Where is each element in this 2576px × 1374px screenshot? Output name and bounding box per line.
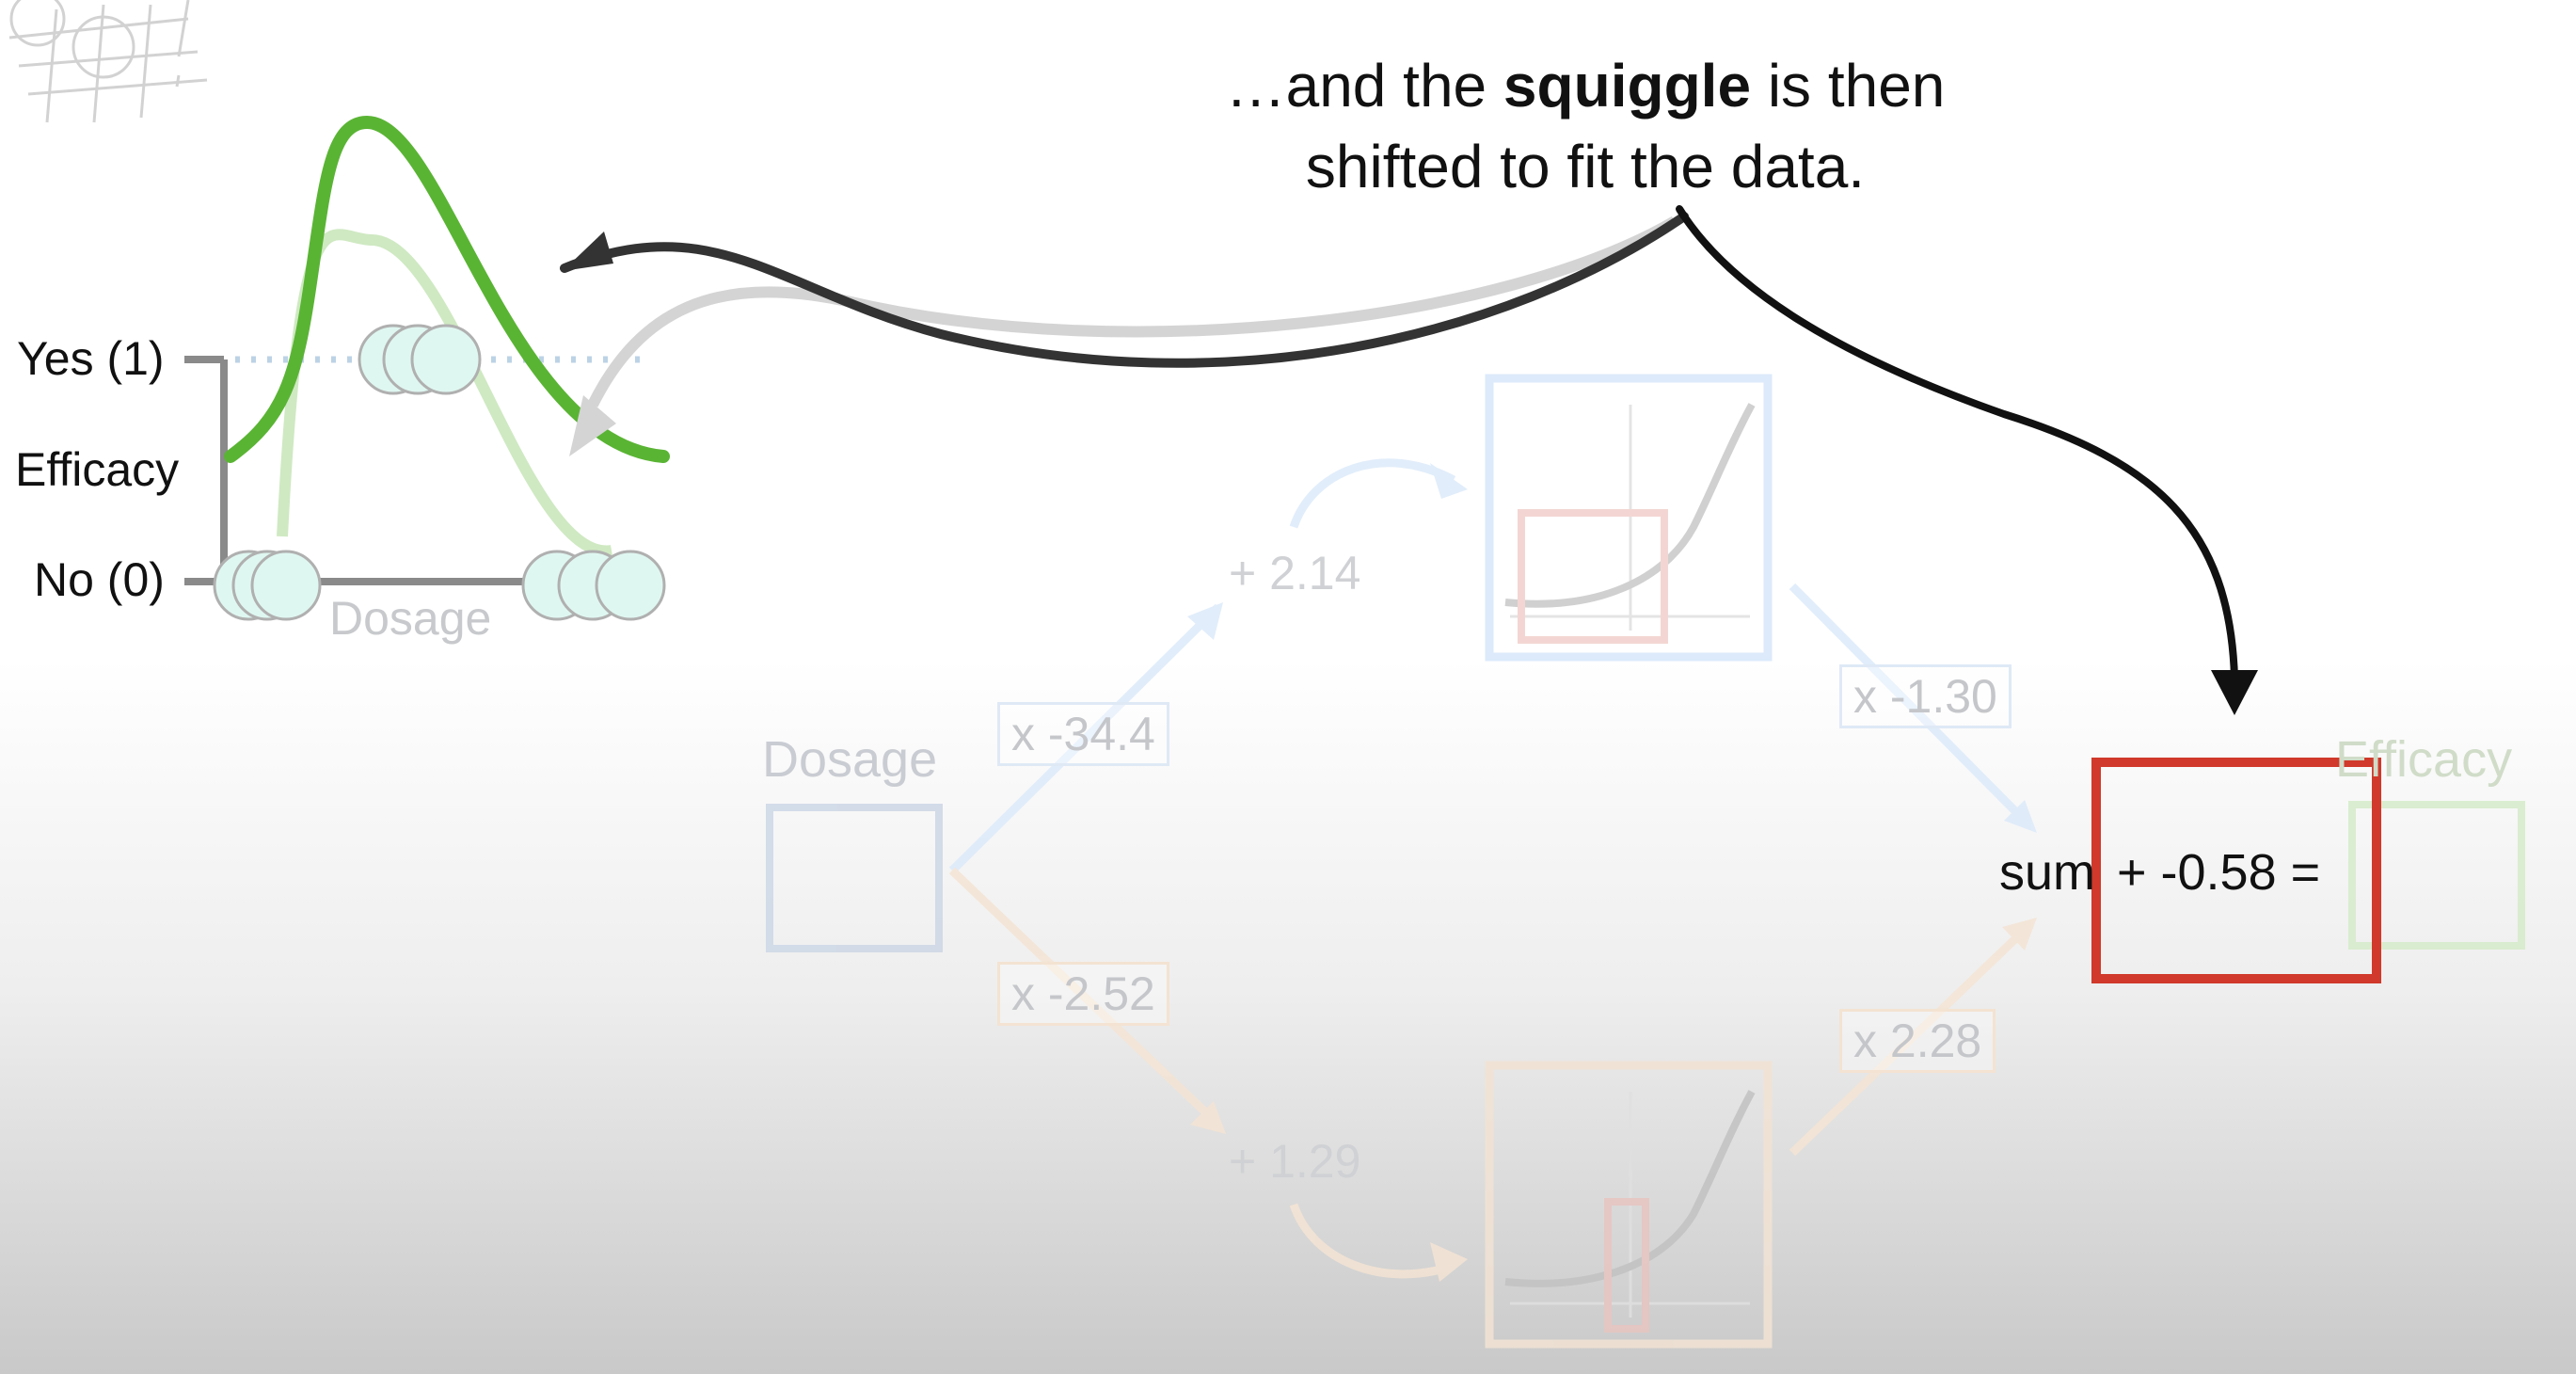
top-input-connection bbox=[948, 603, 1222, 874]
shift-arrow-to-squiggle bbox=[560, 212, 1689, 368]
weight-bottom-input: x -2.52 bbox=[997, 962, 1169, 1026]
caption-bold-word: squiggle bbox=[1503, 52, 1752, 120]
top-activation-box bbox=[1485, 374, 1773, 662]
bottom-activation-curve bbox=[1504, 1090, 1756, 1287]
y-label-yes: Yes (1) bbox=[17, 332, 165, 385]
data-points-no-right bbox=[521, 550, 666, 621]
top-curved-arrow bbox=[1289, 458, 1456, 529]
weight-top-input: x -34.4 bbox=[997, 702, 1169, 766]
shift-arrow-to-bias-head bbox=[2211, 670, 2258, 715]
caption-text-after: is then bbox=[1751, 52, 1946, 120]
bottom-curved-arrowhead bbox=[1430, 1242, 1468, 1282]
bias-top: + 2.14 bbox=[1229, 547, 1361, 599]
bottom-red-window bbox=[1604, 1198, 1649, 1333]
bottom-curved-arrow bbox=[1289, 1203, 1455, 1279]
x-axis-title: Dosage bbox=[329, 592, 492, 645]
bottom-activation-box bbox=[1485, 1061, 1773, 1349]
bottom-output-connection bbox=[1789, 928, 2027, 1157]
data-points-no-left bbox=[213, 550, 322, 621]
caption: …and the squiggle is then shifted to fit… bbox=[1044, 45, 2126, 207]
sum-label: sum bbox=[1999, 844, 2096, 901]
weight-bottom-output: x 2.28 bbox=[1839, 1009, 1996, 1073]
squiggle-curve bbox=[224, 115, 670, 463]
bias-bottom: + 1.29 bbox=[1229, 1135, 1361, 1188]
data-points-yes bbox=[358, 324, 482, 395]
bottom-output-arrowhead bbox=[2002, 918, 2037, 951]
caption-text-before: …and the bbox=[1225, 52, 1503, 120]
weight-top-output: x -1.30 bbox=[1839, 664, 2012, 728]
top-output-connection bbox=[1789, 583, 2027, 823]
shift-arrow-to-bias bbox=[1676, 205, 2238, 681]
output-node-box bbox=[2348, 801, 2525, 950]
shift-arrow-faded bbox=[587, 216, 1678, 407]
sum-highlight-box bbox=[2091, 758, 2381, 983]
shift-arrow-to-squiggle-head bbox=[563, 232, 613, 271]
caption-line-1: …and the squiggle is then bbox=[1044, 45, 2126, 126]
final-bias-expression: + -0.58 = bbox=[2117, 844, 2321, 901]
top-activation-axes bbox=[1510, 405, 1750, 631]
top-input-arrowhead bbox=[1187, 602, 1223, 640]
input-node-box bbox=[766, 804, 943, 952]
top-curved-arrowhead bbox=[1430, 463, 1468, 499]
caption-line-2: shifted to fit the data. bbox=[1305, 133, 1866, 200]
efficacy-plot bbox=[184, 115, 670, 621]
statquest-logo bbox=[8, 0, 208, 123]
bottom-input-connection bbox=[948, 867, 1222, 1128]
top-red-window bbox=[1518, 509, 1668, 644]
y-label-no: No (0) bbox=[34, 553, 165, 606]
top-output-arrowhead bbox=[2004, 800, 2037, 833]
input-node-label: Dosage bbox=[762, 731, 938, 788]
shift-arrow-faded-head bbox=[569, 395, 616, 456]
top-activation-curve bbox=[1504, 403, 1756, 608]
faded-network bbox=[766, 374, 2525, 1349]
y-axis-title: Efficacy bbox=[15, 443, 180, 496]
bottom-input-arrowhead bbox=[1190, 1101, 1226, 1134]
output-node-label: Efficacy bbox=[2335, 731, 2513, 788]
